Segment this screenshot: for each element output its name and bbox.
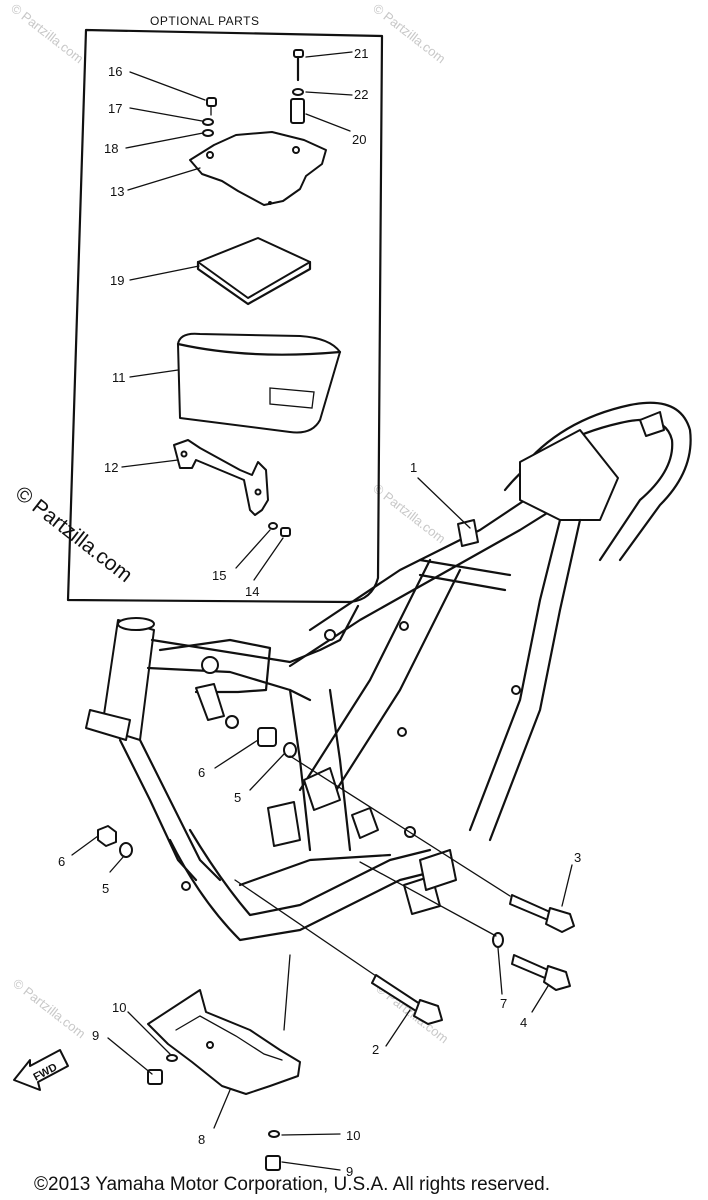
callout-14: 14 [245, 584, 259, 599]
watermark: © Partzilla.com [8, 1, 86, 67]
washer-15 [268, 522, 278, 530]
callout-6: 6 [58, 854, 65, 869]
bolt-14 [280, 527, 291, 537]
optional-parts-box: OPTIONAL PARTS [66, 14, 384, 604]
bolt-2 [371, 974, 443, 1025]
collar-20 [290, 98, 305, 124]
optional-parts-title: OPTIONAL PARTS [150, 14, 259, 28]
callout-9: 9 [92, 1028, 99, 1043]
leader-lines [71, 51, 573, 1171]
collar-6-right [257, 727, 277, 747]
callout-16: 16 [108, 64, 122, 79]
washer-17 [202, 118, 214, 126]
bolt-3 [509, 894, 575, 933]
callout-10: 10 [346, 1128, 360, 1143]
callout-18: 18 [104, 141, 118, 156]
callout-17: 17 [108, 101, 122, 116]
watermark: © Partzilla.com [370, 481, 448, 547]
bolt-21 [293, 49, 304, 82]
callout-19: 19 [110, 273, 124, 288]
nut-6-left [97, 825, 117, 847]
washer-7 [492, 932, 504, 948]
watermark: © Partzilla.com [10, 976, 88, 1042]
washer-10-top [166, 1054, 178, 1062]
callout-10: 10 [112, 1000, 126, 1015]
bolt-9-bottom [265, 1155, 281, 1171]
washer-18 [202, 129, 214, 137]
washer-5-left [119, 842, 133, 858]
skid-plate [147, 989, 301, 1095]
seat-pad [196, 237, 312, 306]
bolt-16 [206, 97, 217, 116]
callout-4: 4 [520, 1015, 527, 1030]
callout-22: 22 [354, 87, 368, 102]
callout-1: 1 [410, 460, 417, 475]
fwd-arrow-icon: FWD [13, 1049, 69, 1091]
callout-2: 2 [372, 1042, 379, 1057]
callout-9: 9 [346, 1164, 353, 1179]
bolt-4 [511, 954, 571, 991]
watermark-large: © Partzilla.com [11, 482, 137, 587]
callout-labels: 1 2 3 4 5 5 6 6 7 8 9 9 10 10 11 12 13 1… [58, 46, 581, 1179]
callout-5: 5 [102, 881, 109, 896]
callout-15: 15 [212, 568, 226, 583]
seat-cushion [176, 332, 342, 434]
callout-20: 20 [352, 132, 366, 147]
callout-11: 11 [112, 370, 126, 385]
callout-13: 13 [110, 184, 124, 199]
callout-21: 21 [354, 46, 368, 61]
callout-8: 8 [198, 1132, 205, 1147]
copyright-notice: ©2013 Yamaha Motor Corporation, U.S.A. A… [34, 1174, 550, 1195]
callout-12: 12 [104, 460, 118, 475]
seat-bracket [173, 439, 269, 516]
seat-base-plate [189, 131, 327, 206]
callout-3: 3 [574, 850, 581, 865]
callout-7: 7 [500, 996, 507, 1011]
washer-10-bottom [268, 1130, 280, 1138]
washer-5-right [283, 742, 297, 758]
callout-5: 5 [234, 790, 241, 805]
washer-22 [292, 88, 304, 96]
callout-6: 6 [198, 765, 205, 780]
motorcycle-frame [85, 401, 692, 1031]
